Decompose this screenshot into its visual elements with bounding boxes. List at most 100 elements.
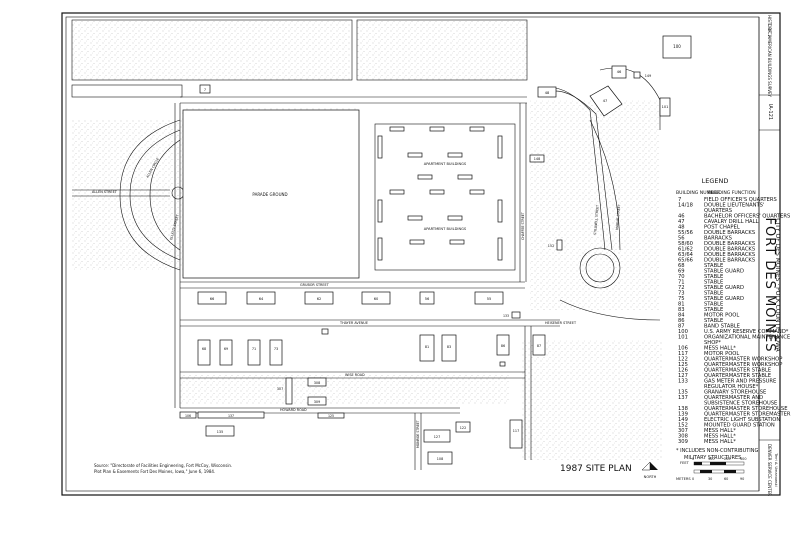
title-block: HISTORIC AMERICAN BUILDINGS SURVEY IA-12… bbox=[758, 15, 781, 496]
legend-row-function: STABLE GUARD bbox=[704, 269, 744, 275]
svg-text:307: 307 bbox=[277, 387, 283, 391]
legend-row-number: 87 bbox=[678, 324, 685, 330]
legend-row-function: BARRACKS bbox=[704, 236, 732, 242]
office-line: DENVER SERVICE CENTER bbox=[767, 444, 772, 496]
legend-row-number: 83 bbox=[678, 307, 685, 313]
legend-row-function: QUARTERMASTER WORKSHOP bbox=[704, 362, 782, 368]
legend-row-number: 81 bbox=[678, 302, 685, 308]
legend-row-number: 70 bbox=[678, 274, 685, 280]
building-101 bbox=[659, 97, 671, 117]
legend-row-number: 58/60 bbox=[678, 241, 693, 247]
building-46 bbox=[611, 65, 627, 79]
svg-text:135: 135 bbox=[217, 430, 223, 434]
svg-text:64: 64 bbox=[259, 297, 264, 301]
legend-row-number: 69 bbox=[678, 269, 685, 275]
legend-row-function: GAS METER AND PRESSURE bbox=[704, 379, 776, 385]
legend-row-number: 7 bbox=[678, 197, 681, 203]
legend-row-function: STABLE bbox=[704, 291, 723, 297]
legend-row-function: STABLE bbox=[704, 307, 723, 313]
svg-text:87: 87 bbox=[537, 344, 541, 348]
legend-row-function: QUARTERS bbox=[704, 208, 732, 214]
legend-row-function: QUARTERMASTER STOREHOUSE bbox=[704, 406, 788, 412]
legend-row-number: 48 bbox=[678, 225, 685, 231]
svg-text:100: 100 bbox=[708, 457, 714, 461]
building-148 bbox=[529, 154, 545, 163]
legend-row-function: DOUBLE BARRACKS bbox=[704, 241, 755, 247]
svg-text:69: 69 bbox=[224, 347, 228, 351]
heisener-street-label: HEISENER STREET bbox=[545, 321, 577, 325]
legend-row-function: DOUBLE BARRACKS bbox=[704, 252, 755, 258]
svg-text:149: 149 bbox=[645, 74, 651, 78]
legend-row-function: MESS HALL* bbox=[704, 428, 736, 434]
legend-row-function: SHOP* bbox=[704, 340, 721, 346]
legend-row-number: 73 bbox=[678, 291, 685, 297]
legend-row-number: 149 bbox=[678, 417, 688, 423]
legend-row-function: FIELD OFFICER'S QUARTERS bbox=[704, 197, 777, 203]
legend-row-number: 137 bbox=[678, 395, 688, 401]
legend-row-function: MOTOR POOL bbox=[704, 351, 739, 357]
legend-row-number: 135 bbox=[678, 390, 688, 396]
legend-row-function: STABLE bbox=[704, 274, 723, 280]
legend-row-number: 71 bbox=[678, 280, 685, 286]
svg-text:90: 90 bbox=[740, 477, 744, 481]
legend-row-number: 55/56 bbox=[678, 230, 693, 236]
legend-row-function: QUARTERMASTER STABLE bbox=[704, 373, 771, 379]
svg-text:300: 300 bbox=[740, 457, 746, 461]
allen-street-label: ALLEN STREET bbox=[92, 190, 118, 194]
svg-text:56: 56 bbox=[425, 297, 430, 301]
svg-text:0: 0 bbox=[692, 457, 694, 461]
legend-row-function: STABLE GUARD bbox=[704, 296, 744, 302]
apartment-buildings-lower bbox=[377, 189, 503, 261]
scale-feet-label: FEET bbox=[680, 461, 690, 465]
building-47 bbox=[589, 85, 623, 117]
legend-row-number: 56 bbox=[678, 236, 685, 242]
legend-row-number: 68 bbox=[678, 263, 685, 269]
drawn-by: Terri A. Umanowski bbox=[774, 452, 778, 486]
legend-row-number: 139 bbox=[678, 412, 688, 418]
stables-row: 68 69 71 73 81 83 86 87 bbox=[197, 328, 546, 367]
svg-text:117: 117 bbox=[513, 429, 519, 433]
legend-row-function: STABLE bbox=[704, 318, 723, 324]
legend-row-function: REGULATOR HOUSE* bbox=[704, 384, 759, 390]
site-plan: PARADE GROUND APARTMENT BUILDINGS bbox=[71, 19, 692, 470]
legend-row-function: ELECTRIC LIGHT SUBSTATION bbox=[704, 417, 780, 423]
outer-border bbox=[61, 12, 781, 496]
svg-text:125: 125 bbox=[328, 414, 334, 418]
legend-row-number: 46 bbox=[678, 214, 685, 220]
svg-text:152: 152 bbox=[548, 244, 554, 248]
legend-row-number: 126 bbox=[678, 368, 688, 374]
legend-row-function: STABLE bbox=[704, 280, 723, 286]
svg-text:71: 71 bbox=[252, 347, 256, 351]
legend-row-number: 47 bbox=[678, 219, 685, 225]
svg-text:62: 62 bbox=[317, 297, 322, 301]
legend-row-function: BAND STABLE bbox=[704, 324, 740, 330]
svg-text:137: 137 bbox=[228, 414, 234, 418]
svg-text:81: 81 bbox=[425, 345, 429, 349]
svg-text:108: 108 bbox=[437, 457, 443, 461]
legend-row-function: QUARTERMASTER STABLE bbox=[704, 368, 771, 374]
svg-text:73: 73 bbox=[274, 347, 278, 351]
scale-meters-label: METERS bbox=[676, 477, 691, 481]
legend-row-number: 101 bbox=[678, 335, 688, 341]
source-note-line-1: Source: "Directorate of Facilities Engin… bbox=[94, 463, 232, 468]
legend-row-function: QUARTERMASTER STOREMASTER bbox=[704, 412, 791, 418]
scale-bar: FEET 0 100 200 300 METERS 0 30 60 90 bbox=[676, 457, 746, 481]
svg-text:55: 55 bbox=[487, 297, 492, 301]
svg-text:0: 0 bbox=[692, 477, 694, 481]
elliott-street-label: ELLIOTT STREET bbox=[169, 214, 180, 240]
monroe-street-label: MONROE STREET bbox=[416, 420, 420, 448]
svg-text:101: 101 bbox=[662, 105, 669, 109]
survey-code: IA-121 bbox=[767, 104, 773, 120]
legend-row-number: 138 bbox=[678, 406, 688, 412]
legend-row-number: 106 bbox=[678, 346, 688, 352]
svg-text:148: 148 bbox=[534, 157, 540, 161]
legend-row-number: 309 bbox=[678, 439, 688, 445]
legend-row-function: DOUBLE LIEUTENANTS' bbox=[704, 203, 764, 209]
svg-text:83: 83 bbox=[447, 345, 451, 349]
legend-row-number: 86 bbox=[678, 318, 685, 324]
legend-row-number: 61/62 bbox=[678, 247, 693, 253]
svg-text:47: 47 bbox=[603, 99, 608, 103]
legend-row-function: MESS HALL* bbox=[704, 434, 736, 440]
